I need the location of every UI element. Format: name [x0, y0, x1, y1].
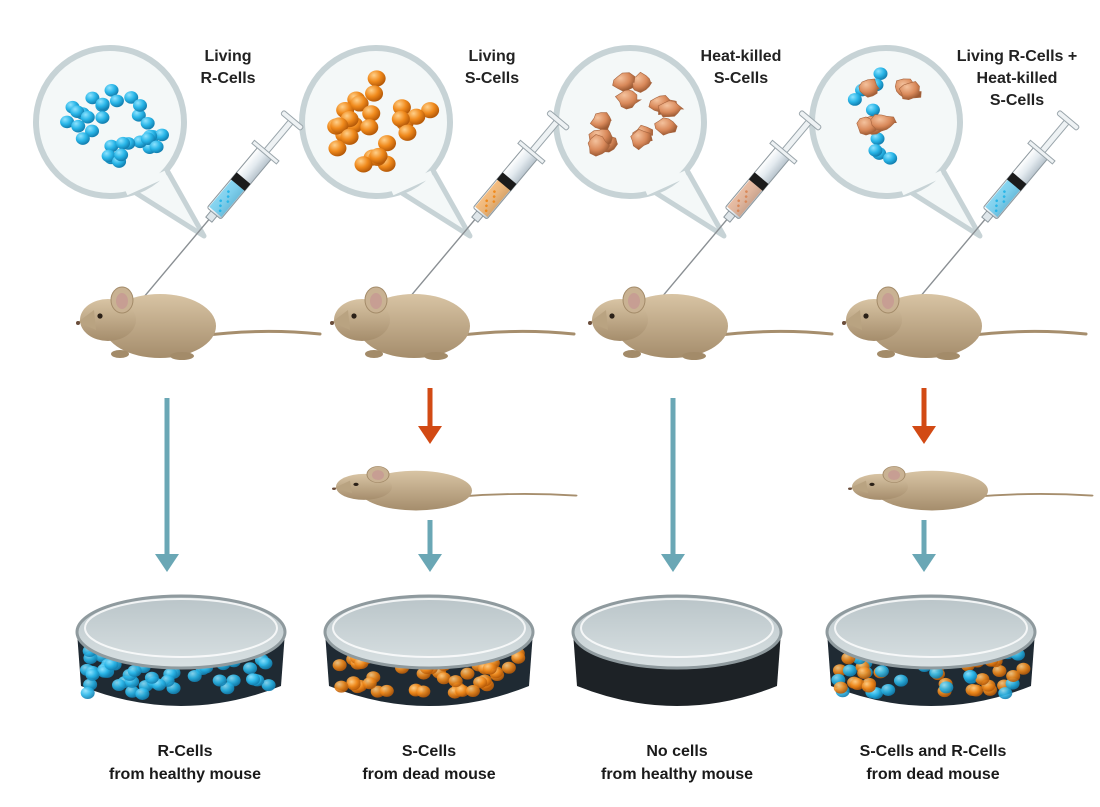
label-line: S-Cells — [464, 70, 520, 87]
petri-dish-r-cells — [75, 594, 287, 706]
caption-line: from healthy mouse — [600, 766, 754, 783]
mouse-healthy-2 — [330, 286, 576, 360]
arrow-to-death-2 — [418, 388, 442, 444]
bubble-cells — [327, 70, 440, 173]
label-line: R-Cells — [200, 70, 256, 87]
bubble-cells — [847, 67, 922, 165]
arrow-to-dish-3 — [661, 398, 685, 572]
bubble-cells — [587, 71, 685, 157]
syringe-s-cells — [401, 110, 570, 308]
caption-panel-3: No cells from healthy mouse — [552, 740, 802, 786]
caption-line: S-Cells and R-Cells — [859, 743, 1007, 760]
petri-dish-mixed — [825, 594, 1037, 706]
bubble-heat-killed-s-cells — [553, 45, 727, 239]
caption-line: from healthy mouse — [108, 766, 262, 783]
bubble-living-s-cells — [299, 45, 473, 239]
caption-line: from dead mouse — [866, 766, 1000, 783]
label-line: S-Cells — [713, 70, 769, 87]
mouse-dead-2 — [332, 466, 578, 511]
caption-panel-1: R-Cells from healthy mouse — [60, 740, 310, 786]
label-line: S-Cells — [989, 92, 1045, 109]
label-line: Heat-killed — [700, 48, 782, 65]
caption-line: S-Cells — [401, 743, 457, 760]
bubble-label-living-s-cells: Living S-Cells — [452, 46, 532, 90]
syringe-mixed — [911, 110, 1080, 308]
arrow-to-death-4 — [912, 388, 936, 444]
petri-dish-s-cells — [323, 594, 535, 706]
arrow-to-dish-4 — [912, 520, 936, 572]
mouse-healthy-4 — [842, 286, 1088, 360]
caption-panel-2: S-Cells from dead mouse — [304, 740, 554, 786]
bubble-label-mixed-cells: Living R-Cells + Heat-killed S-Cells — [942, 46, 1092, 112]
syringe-heat-killed — [653, 110, 822, 308]
mouse-dead-4 — [848, 466, 1094, 511]
bubble-label-living-r-cells: Living R-Cells — [188, 46, 268, 90]
bubble-cells — [60, 83, 169, 168]
caption-panel-4: S-Cells and R-Cells from dead mouse — [808, 740, 1058, 786]
petri-dish-empty — [571, 594, 783, 706]
caption-line: No cells — [646, 743, 708, 760]
syringe-r-cells — [135, 110, 304, 308]
label-line: Heat-killed — [976, 70, 1058, 87]
mouse-healthy-1 — [76, 286, 322, 360]
caption-line: R-Cells — [157, 743, 213, 760]
mouse-healthy-3 — [588, 286, 834, 360]
caption-line: from dead mouse — [362, 766, 496, 783]
label-line: Living — [468, 48, 516, 65]
bubble-label-heat-killed-s-cells: Heat-killed S-Cells — [686, 46, 796, 90]
bubble-living-r-cells — [33, 45, 207, 239]
label-line: Living — [204, 48, 252, 65]
arrow-to-dish-2 — [418, 520, 442, 572]
arrow-to-dish-1 — [155, 398, 179, 572]
bubble-mixed-cells — [809, 45, 983, 239]
label-line: Living R-Cells + — [956, 48, 1078, 65]
